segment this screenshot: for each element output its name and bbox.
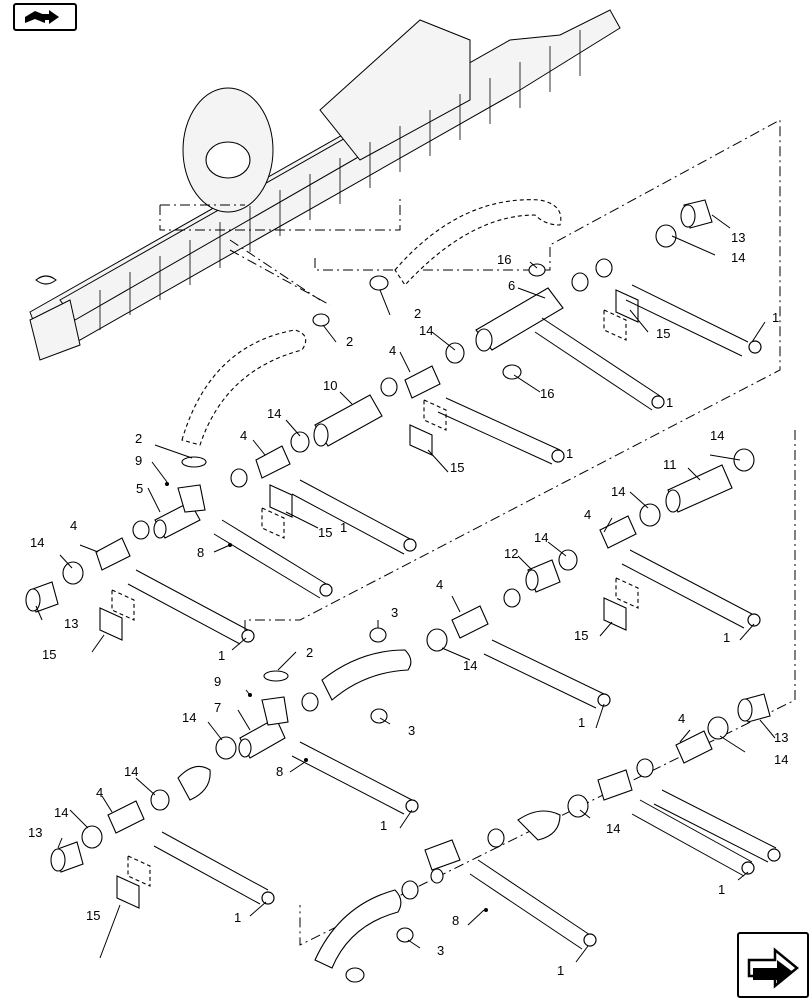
- end-caps-13: [25, 199, 771, 873]
- label-15: 15: [318, 525, 332, 540]
- label-13: 13: [28, 825, 42, 840]
- flex-hose-bottom: [314, 889, 402, 969]
- tube-10: [313, 394, 383, 447]
- label-15: 15: [86, 908, 100, 923]
- label-15: 15: [42, 647, 56, 662]
- label-13: 13: [731, 230, 745, 245]
- label-1: 1: [340, 520, 347, 535]
- label-15: 15: [450, 460, 464, 475]
- label-14: 14: [419, 323, 433, 338]
- label-9: 9: [135, 453, 142, 468]
- label-13: 13: [64, 616, 78, 631]
- label-3: 3: [408, 723, 415, 738]
- label-4: 4: [240, 428, 247, 443]
- label-6: 6: [508, 278, 515, 293]
- label-1: 1: [380, 818, 387, 833]
- label-1: 1: [772, 310, 779, 325]
- next-page-arrow-icon: [747, 947, 799, 989]
- label-8: 8: [276, 764, 283, 779]
- label-7: 7: [214, 700, 221, 715]
- tube-12: [525, 559, 561, 593]
- label-2: 2: [414, 306, 421, 321]
- flex-hose-middle: [321, 649, 412, 701]
- label-1: 1: [723, 630, 730, 645]
- couplers-14: [62, 224, 755, 849]
- connector-rings: [132, 258, 654, 900]
- label-15: 15: [656, 326, 670, 341]
- label-16: 16: [497, 252, 511, 267]
- next-page-button[interactable]: [737, 932, 809, 998]
- label-12: 12: [504, 546, 518, 561]
- label-14: 14: [124, 764, 138, 779]
- label-14: 14: [774, 752, 788, 767]
- label-1: 1: [234, 910, 241, 925]
- label-4: 4: [389, 343, 396, 358]
- leader-lines: [35, 214, 776, 963]
- gaskets-15: [99, 289, 639, 909]
- label-4: 4: [584, 507, 591, 522]
- label-1: 1: [578, 715, 585, 730]
- label-4: 4: [70, 518, 77, 533]
- label-8: 8: [197, 545, 204, 560]
- book-nav-button[interactable]: [13, 3, 77, 31]
- label-5: 5: [136, 481, 143, 496]
- label-4: 4: [96, 785, 103, 800]
- label-2: 2: [135, 431, 142, 446]
- label-14: 14: [463, 658, 477, 673]
- label-1: 1: [218, 648, 225, 663]
- label-2: 2: [346, 334, 353, 349]
- label-8: 8: [452, 913, 459, 928]
- reducer-right: [517, 810, 561, 841]
- tube-11: [665, 464, 733, 513]
- label-1: 1: [557, 963, 564, 978]
- label-14: 14: [606, 821, 620, 836]
- label-14: 14: [710, 428, 724, 443]
- label-11: 11: [663, 457, 677, 472]
- label-16: 16: [540, 386, 554, 401]
- label-3: 3: [437, 943, 444, 958]
- tube-6: [475, 287, 564, 352]
- label-14: 14: [54, 805, 68, 820]
- label-10: 10: [323, 378, 337, 393]
- label-14: 14: [267, 406, 281, 421]
- label-2: 2: [306, 645, 313, 660]
- label-14: 14: [182, 710, 196, 725]
- label-4: 4: [436, 577, 443, 592]
- label-4: 4: [678, 711, 685, 726]
- label-14: 14: [611, 484, 625, 499]
- clamps-4: [95, 365, 713, 834]
- label-3: 3: [391, 605, 398, 620]
- label-14: 14: [731, 250, 745, 265]
- label-9: 9: [214, 674, 221, 689]
- tee-fitting-5: [153, 484, 206, 539]
- boom-frame-assembly: [29, 9, 621, 361]
- reducer-left: [177, 765, 211, 801]
- label-13: 13: [774, 730, 788, 745]
- label-1: 1: [666, 395, 673, 410]
- label-14: 14: [534, 530, 548, 545]
- label-15: 15: [574, 628, 588, 643]
- label-1: 1: [718, 882, 725, 897]
- callout-labels: 13 14 1 15 16 6 2 2 14 4 16 10 14 4 15 1…: [28, 230, 788, 978]
- book-arrow-icon: [25, 10, 59, 24]
- o-rings: [181, 263, 546, 983]
- label-1: 1: [566, 446, 573, 461]
- label-14: 14: [30, 535, 44, 550]
- bottom-tee: [424, 839, 461, 871]
- spray-pipes: [127, 284, 777, 950]
- tee-fitting-7: [238, 696, 289, 759]
